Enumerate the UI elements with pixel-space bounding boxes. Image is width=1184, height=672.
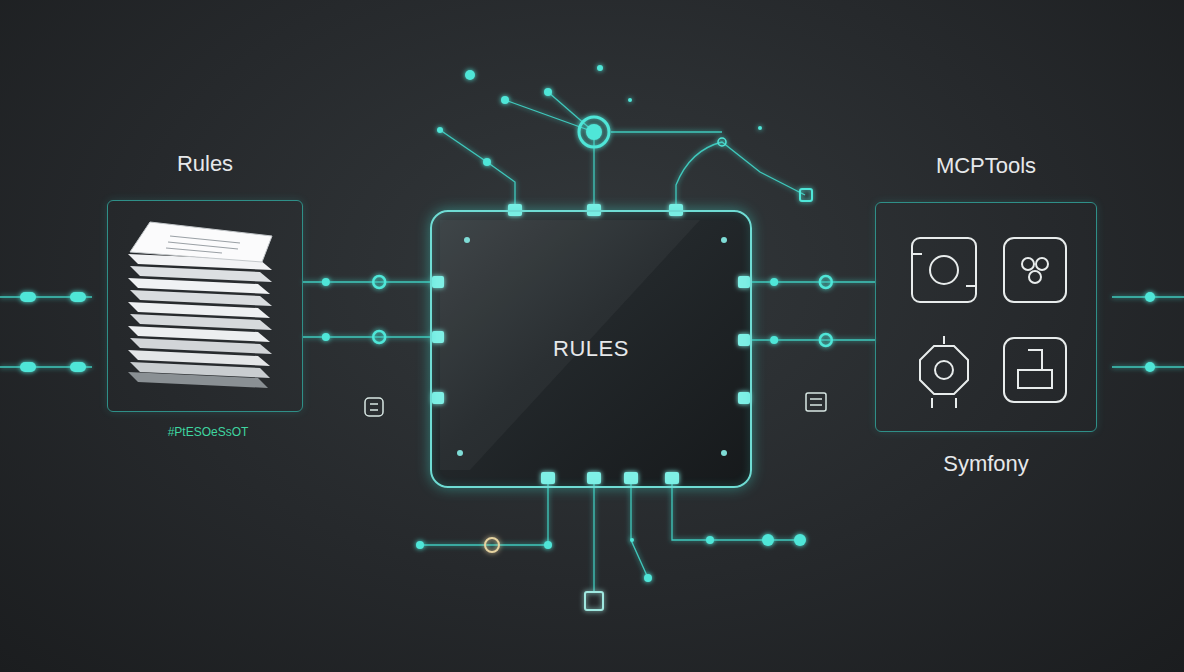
panel-heading: MCPTools bbox=[936, 153, 1036, 179]
source-panel: Rules bbox=[107, 200, 303, 412]
signal-wire bbox=[752, 276, 875, 288]
panel-heading: Rules bbox=[177, 151, 233, 177]
signal-wire bbox=[303, 276, 430, 288]
tools-panel: MCPToolsSymfony bbox=[875, 202, 1097, 432]
chip-label: RULES bbox=[553, 336, 629, 362]
panel-caption: Symfony bbox=[943, 451, 1029, 477]
signal-wire bbox=[752, 334, 875, 346]
processor-chip: RULES bbox=[430, 210, 752, 488]
caption-tag: #PtESOeSsOT bbox=[110, 425, 306, 439]
signal-wire bbox=[303, 331, 430, 343]
